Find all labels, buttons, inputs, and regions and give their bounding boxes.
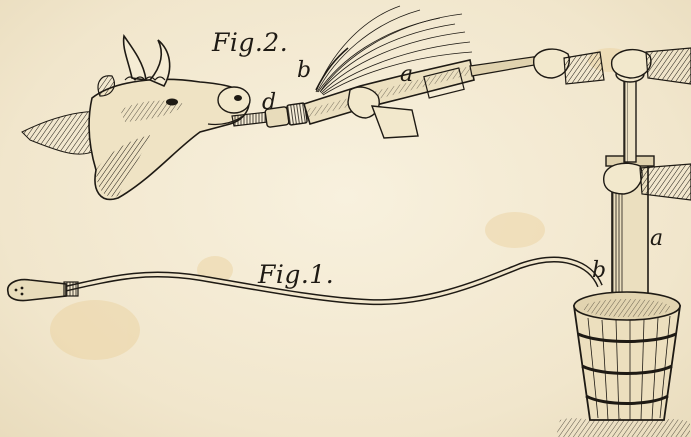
fig1-title: Fig.1.: [258, 262, 334, 287]
fig1-label-b: b: [592, 260, 606, 282]
fig1-label-a: a: [650, 228, 663, 250]
fig2-label-b: b: [297, 60, 311, 82]
fig1-hands: [604, 48, 691, 200]
syringe-barrel: [304, 56, 540, 124]
wooden-bucket: [556, 292, 690, 437]
fig2-title: Fig.2.: [212, 30, 288, 55]
fig2-label-d: d: [262, 92, 276, 114]
fig2-label-a: a: [400, 64, 413, 86]
cow-head: [22, 36, 250, 199]
fig2-drawing: [22, 6, 604, 199]
